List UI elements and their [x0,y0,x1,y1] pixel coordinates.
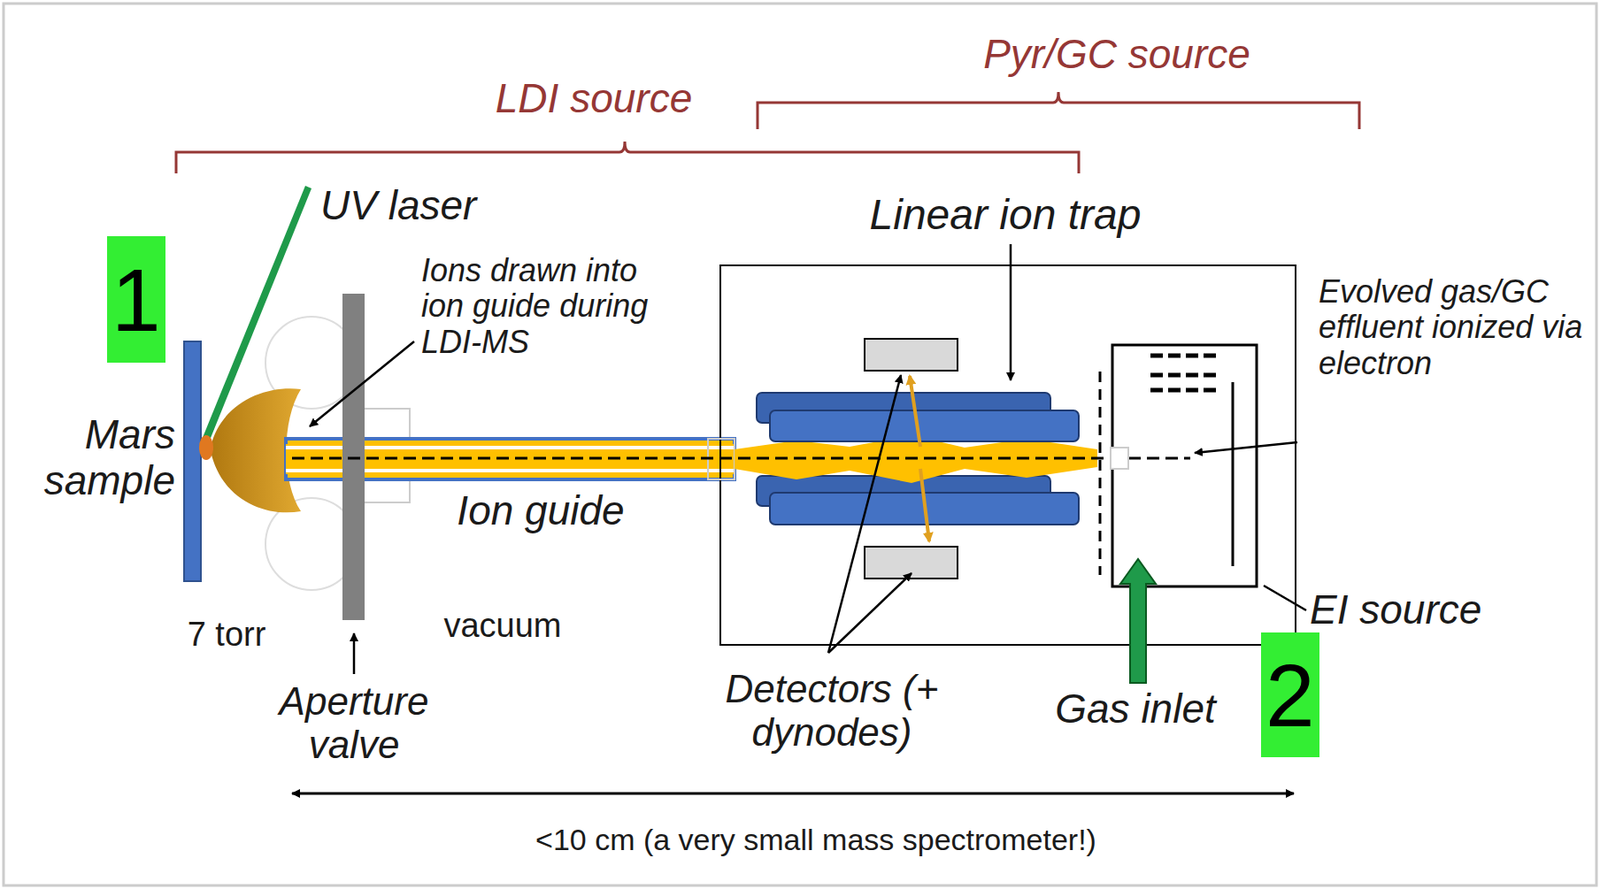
grid [1099,371,1102,576]
housing [720,265,1296,646]
condition-label: vacuum [431,607,574,646]
note: Evolved gas/GC effluent ionized via elec… [1318,274,1585,382]
condition-label: 7 torr [164,615,289,654]
mars-sample [199,435,214,461]
callout-box: 1 [107,236,166,363]
section-title: LDI source [461,76,727,123]
part-label: Aperture valve [256,679,452,768]
part-label: Linear ion trap [854,191,1156,239]
gas-inlet-arrow [1120,559,1156,684]
part-label: Ion guide [443,488,639,535]
note: Ions drawn into ion guide during LDI-MS [421,253,687,361]
callout-number: 2 [1265,651,1316,740]
callout-box: 2 [1261,632,1320,758]
bracket [757,92,1360,130]
part-label: EI source [1309,587,1496,634]
sample-plate [184,341,201,582]
trap-rod [769,410,1079,442]
part-label: Detectors (+ dynodes) [712,667,952,755]
section-title: Pyr/GC source [975,31,1259,78]
part-label: Gas inlet [1038,686,1233,733]
dimension-label: <10 cm (a very small mass spectrometer!) [506,823,1126,857]
dimension-line [292,792,1294,796]
detector [864,338,958,371]
bracket [176,141,1079,174]
frame [3,3,1597,886]
part-label: UV laser [320,183,533,230]
part-label: Mars sample [7,412,176,504]
ei-source [1112,345,1257,587]
callout-number: 1 [111,255,162,345]
